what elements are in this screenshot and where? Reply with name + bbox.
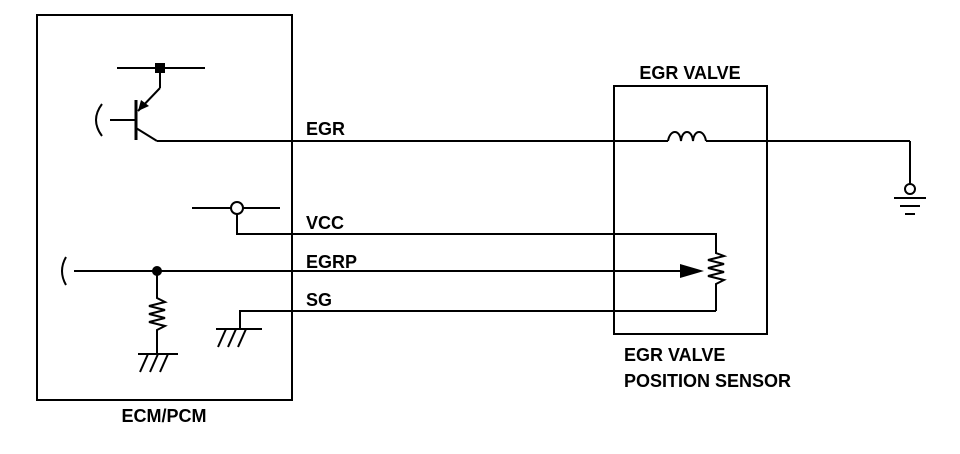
chassis-ground-icon [138, 353, 178, 373]
potentiometer-icon [707, 250, 728, 311]
sg-wire-label: SG [306, 290, 332, 310]
sg-ground-icon [216, 328, 262, 348]
egr-valve-box [613, 85, 768, 335]
egr-wire-label: EGR [306, 119, 345, 139]
sensor-label-line1: EGR VALVE [624, 345, 725, 365]
ground-icon [894, 141, 926, 215]
resistor-icon [148, 271, 168, 354]
ecm-pcm-label: ECM/PCM [122, 406, 207, 426]
vcc-wire [236, 214, 717, 250]
sg-wire [239, 310, 716, 329]
vcc-wire-label: VCC [306, 213, 344, 233]
vcc-terminal-icon [192, 201, 280, 215]
sensor-label-line2: POSITION SENSOR [624, 371, 791, 391]
transistor-icon [95, 63, 205, 142]
ecm-pcm-box [36, 14, 293, 401]
egr-valve-label: EGR VALVE [639, 63, 740, 83]
egrp-wire-label: EGRP [306, 252, 357, 272]
solenoid-coil-icon [667, 131, 707, 142]
wiper-arrow-icon [680, 264, 704, 278]
